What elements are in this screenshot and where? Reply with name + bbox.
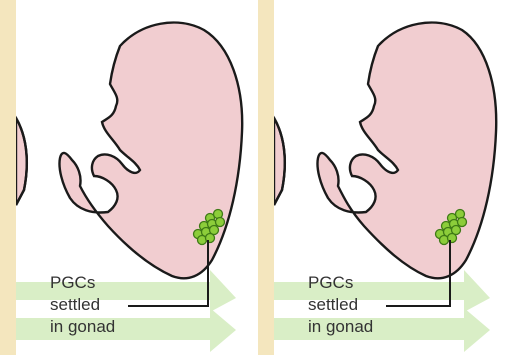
- pgc-label: PGCs settled in gonad: [308, 272, 373, 338]
- flow-arrow-top: [274, 270, 490, 312]
- embryo-body: [59, 23, 242, 279]
- embryo-body: [317, 23, 496, 279]
- pgc-label: PGCs settled in gonad: [50, 272, 115, 338]
- flow-arrow-bottom: [16, 308, 236, 352]
- flow-arrow-bottom: [274, 308, 490, 352]
- right-panel: PGCs settled in gonad: [274, 0, 506, 355]
- left-panel: PGCs settled in gonad: [16, 0, 258, 355]
